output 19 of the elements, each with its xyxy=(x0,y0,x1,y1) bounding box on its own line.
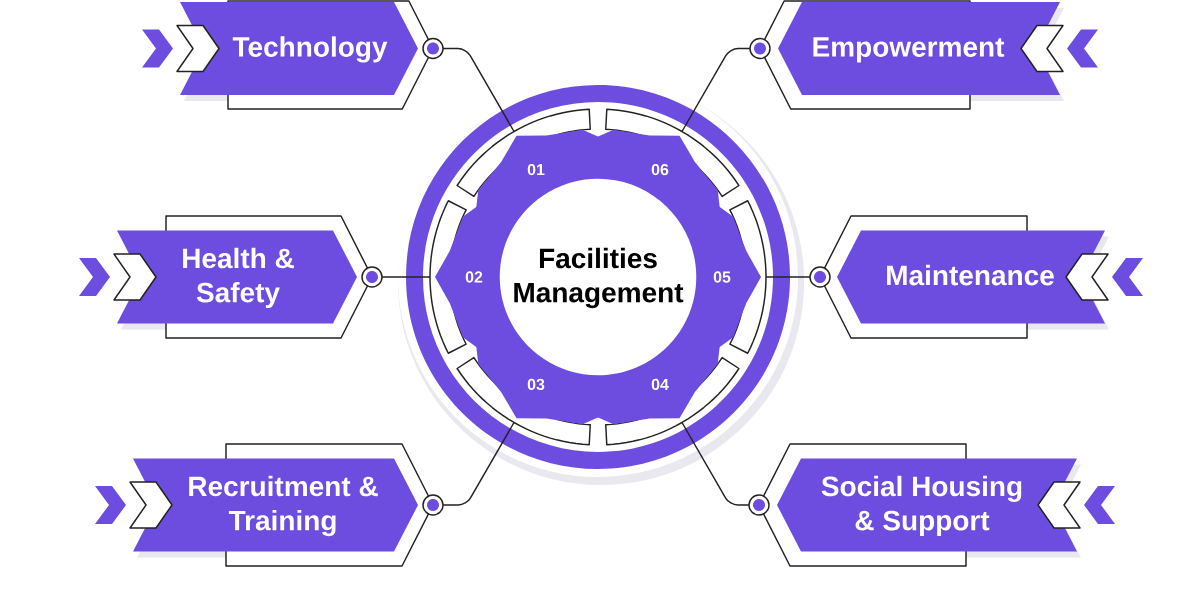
connector-line xyxy=(442,47,515,133)
connector-line xyxy=(765,276,811,278)
arrow-banner: Empowerment xyxy=(759,0,1064,110)
connector-line xyxy=(681,421,750,506)
ring-segment: 02 xyxy=(429,200,515,354)
ring-segment: 01 xyxy=(456,108,599,230)
node-label: 05 xyxy=(713,271,731,283)
ring-segment: 03 xyxy=(456,324,599,446)
connector-line xyxy=(442,421,515,506)
arrow-banner: Health & Safety xyxy=(117,215,373,339)
arrow-banner: Maintenance xyxy=(819,215,1109,339)
arrow-banner: Social Housing & Support xyxy=(758,443,1081,567)
ring-segment: 04 xyxy=(597,324,740,446)
ring-segment: 06 xyxy=(597,108,740,230)
connector-line xyxy=(681,47,751,133)
arrow-banner: Technology xyxy=(180,0,434,110)
connector-line xyxy=(381,276,431,278)
node-label: 02 xyxy=(465,271,483,283)
arrow-banner: Recruitment & Training xyxy=(133,443,434,567)
